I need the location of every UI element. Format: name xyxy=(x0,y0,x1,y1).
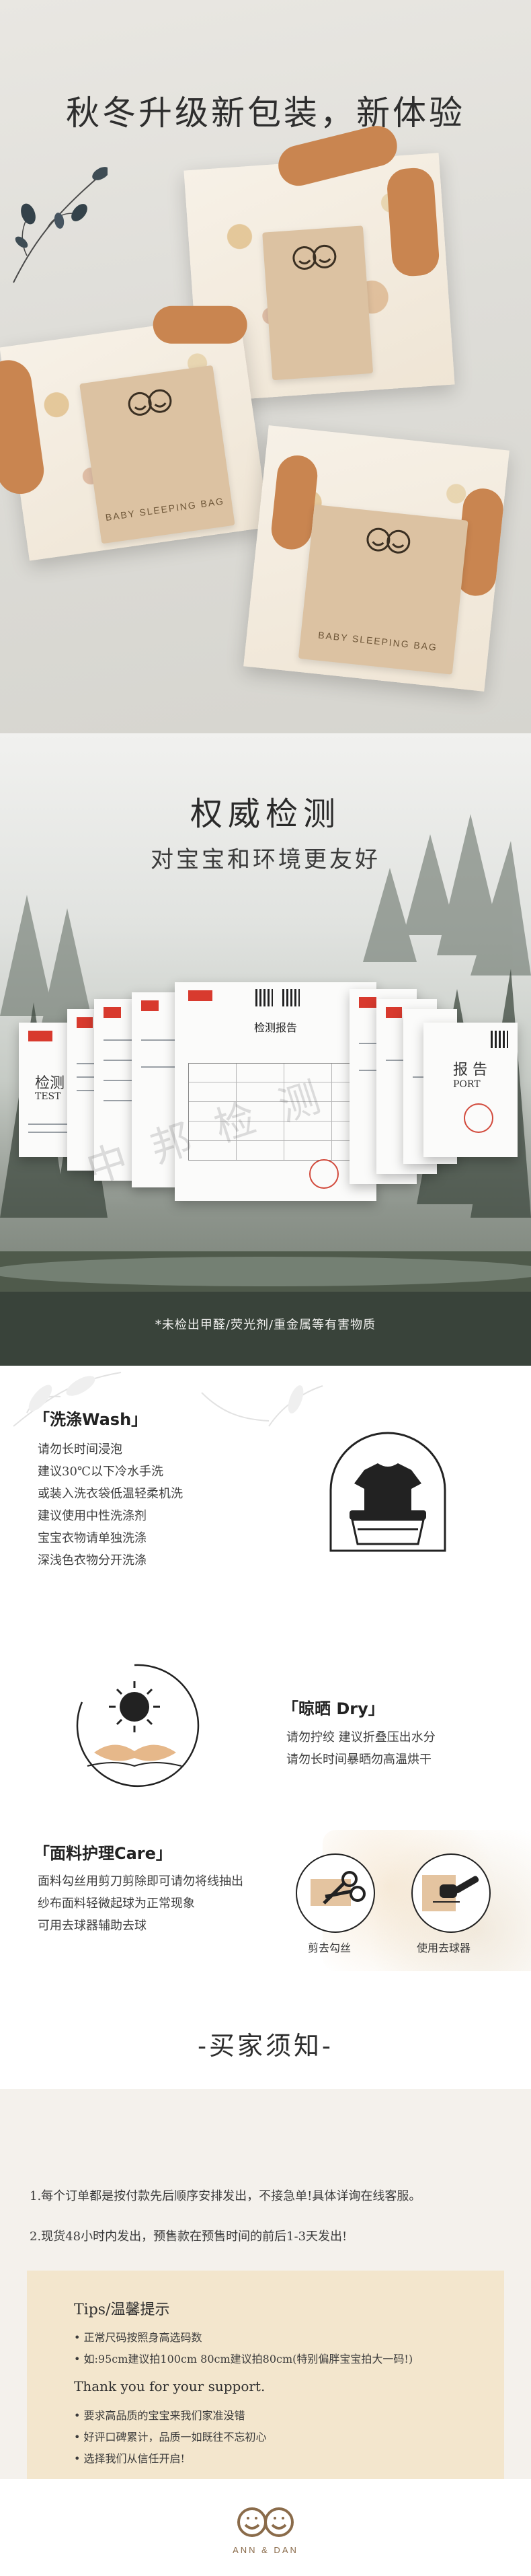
doc-word: PORT xyxy=(453,1079,481,1090)
hand-wash-icon xyxy=(329,1432,446,1552)
doc-word: 检测报告 xyxy=(253,1021,297,1034)
dry-instructions: 请勿拧绞 建议折叠压出水分 请勿长时间暴晒勿高温烘干 xyxy=(286,1726,436,1771)
wash-line: 或装入洗衣袋低温轻柔机洗 xyxy=(38,1487,183,1501)
doc-word: 检测 xyxy=(35,1075,65,1092)
wash-line: 深浅色衣物分开洗涤 xyxy=(38,1553,147,1568)
inspection-section: 权威检测 对宝宝和环境更友好 检测 TEST 检测报告 xyxy=(0,733,531,1366)
package-bottom: BABY SLEEPING BAG xyxy=(243,425,509,692)
inspection-title: 权威检测 xyxy=(190,795,341,833)
footer: ANN & DAN xyxy=(0,2479,531,2576)
notice-list: 1.每个订单都是按付款先后顺序安排发出，不接急单!具体详询在线客服。 2.现货4… xyxy=(30,2186,421,2267)
notice-item: 1.每个订单都是按付款先后顺序安排发出，不接急单!具体详询在线客服。 xyxy=(30,2189,421,2203)
scissors-caption: 剪去勾丝 xyxy=(308,1942,352,1954)
report-doc-main: 检测报告 xyxy=(175,982,376,1201)
package-label-text: BABY SLEEPING BAG xyxy=(317,629,438,653)
tips-line: • 好评口碑累计，品质一如既往不忘初心 xyxy=(74,2431,267,2443)
package-label xyxy=(262,225,374,381)
fabric-line: 面料勾丝用剪刀剪除即可请勿将线抽出 xyxy=(38,1874,243,1888)
report-doc: 报 告 PORT xyxy=(423,1023,518,1157)
wash-line: 宝宝衣物请单独洗涤 xyxy=(38,1531,147,1545)
dry-line: 请勿长时间暴晒勿高温烘干 xyxy=(286,1753,432,1767)
wash-title: 「洗涤Wash」 xyxy=(34,1410,148,1429)
tips-box: Tips/温馨提示 • 正常尺码按照身高选码数 • 如:95cm建议拍100cm… xyxy=(27,2271,504,2479)
package-label-text: BABY SLEEPING BAG xyxy=(104,495,225,523)
package-label: BABY SLEEPING BAG xyxy=(298,504,468,675)
tips-line: • 正常尺码按照身高选码数 xyxy=(74,2331,202,2344)
tips-line: • 要求高品质的宝宝来我们家准没错 xyxy=(74,2409,245,2422)
notice-item: 2.现货48小时内发出，预售款在预售时间的前后1-3天发出! xyxy=(30,2230,348,2244)
dry-line: 请勿拧绞 建议折叠压出水分 xyxy=(286,1730,436,1744)
lint-remover-caption: 使用去球器 xyxy=(417,1942,471,1954)
package-large xyxy=(183,121,455,402)
wash-line: 建议30℃以下冷水手洗 xyxy=(38,1465,164,1479)
fabric-line: 可用去球器辅助去球 xyxy=(38,1919,147,1933)
tips-thanks: Thank you for your support. xyxy=(74,2378,266,2394)
sun-dry-illustration xyxy=(74,1664,200,1788)
care-section: 「洗涤Wash」 请勿长时间浸泡 建议30℃以下冷水手洗 或装入洗衣袋低温轻柔机… xyxy=(0,1366,531,2089)
brand-logo-icon xyxy=(292,244,337,270)
wash-line: 建议使用中性洗涤剂 xyxy=(38,1509,147,1523)
inspection-note: *未检出甲醛/荧光剂/重金属等有害物质 xyxy=(155,1318,376,1332)
leaf-decoration xyxy=(13,1372,323,1427)
inspection-subtitle: 对宝宝和环境更友好 xyxy=(151,846,380,873)
doc-word: 报 告 xyxy=(453,1062,487,1078)
dry-title: 「晾晒 Dry」 xyxy=(282,1699,384,1718)
brand-logo-icon xyxy=(128,389,172,416)
scissors-icon xyxy=(296,1853,375,1933)
fabric-care-title: 「面料护理Care」 xyxy=(34,1844,172,1863)
brand-logo-icon xyxy=(366,527,411,554)
tips-heading: Tips/温馨提示 xyxy=(74,2302,170,2318)
brand-name: ANN & DAN xyxy=(233,2545,298,2555)
package-left: BABY SLEEPING BAG xyxy=(0,305,270,561)
tips-line: • 选择我们从信任开启! xyxy=(74,2452,185,2465)
hero-title: 秋冬升级新包装，新体验 xyxy=(66,94,465,133)
fabric-care-instructions: 面料勾丝用剪刀剪除即可请勿将线抽出 纱布面料轻微起球为正常现象 可用去球器辅助去… xyxy=(38,1870,243,1937)
doc-word: TEST xyxy=(35,1091,61,1102)
hero-section: 秋冬升级新包装，新体验 xyxy=(0,0,531,733)
branch-icon xyxy=(13,167,108,283)
package-label: BABY SLEEPING BAG xyxy=(79,365,235,544)
tips-line: • 如:95cm建议拍100cm 80cm建议拍80cm(特别偏胖宝宝拍大一码!… xyxy=(74,2353,413,2365)
fabric-line: 纱布面料轻微起球为正常现象 xyxy=(38,1897,195,1911)
wash-instructions: 请勿长时间浸泡 建议30℃以下冷水手洗 或装入洗衣袋低温轻柔机洗 建议使用中性洗… xyxy=(38,1438,183,1572)
brand-logo-icon xyxy=(237,2507,294,2537)
lint-remover-icon xyxy=(411,1853,491,1933)
wash-line: 请勿长时间浸泡 xyxy=(38,1442,122,1457)
notice-title: -买家须知- xyxy=(198,2031,333,2061)
